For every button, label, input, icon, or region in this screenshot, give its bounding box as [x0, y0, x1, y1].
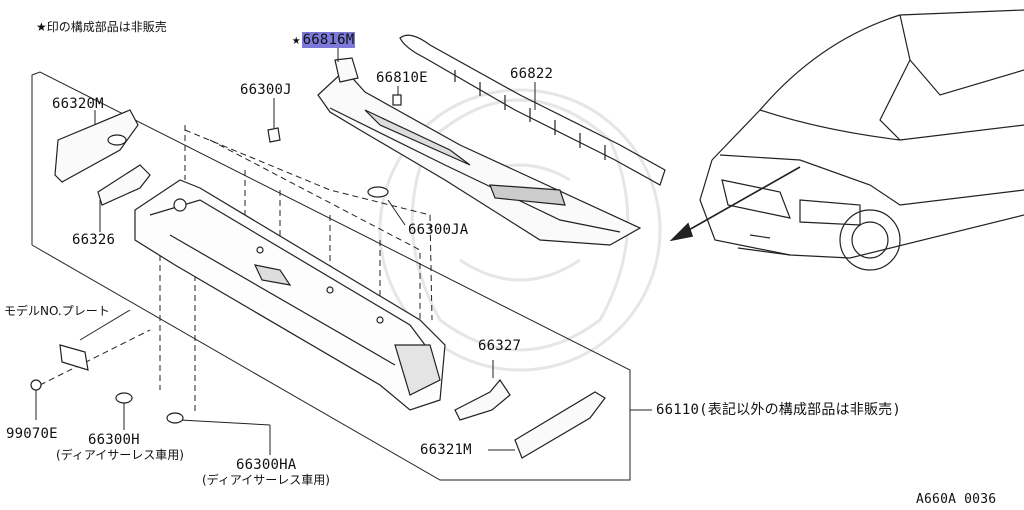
part-66810E[interactable]: 66810E: [376, 70, 428, 86]
highlighted-part-code[interactable]: 66816M: [301, 32, 356, 48]
part-66300J[interactable]: 66300J: [240, 82, 292, 98]
part-66300H[interactable]: 66300H: [88, 432, 140, 448]
direction-arrow: [669, 166, 801, 242]
lower-parts: [454, 378, 606, 459]
model-plate-label[interactable]: モデルNO.プレート: [4, 304, 110, 318]
part-66320M[interactable]: 66320M: [52, 96, 104, 112]
part-66300HA-note: (ディアイサーレス車用): [202, 473, 330, 487]
non-sale-star: ★: [292, 32, 301, 48]
diagram-code: A660A 0036: [916, 492, 997, 507]
leader-lines: [35, 48, 536, 455]
part-66300JA[interactable]: 66300JA: [408, 222, 469, 238]
weatherstrip: [399, 34, 666, 186]
side-brackets: [54, 109, 151, 206]
part-99070E[interactable]: 99070E: [6, 426, 58, 442]
part-66816M[interactable]: ★66816M: [292, 32, 356, 48]
part-66327[interactable]: 66327: [478, 338, 522, 354]
cowl-top-panel: [317, 57, 642, 246]
dashed-guides: [39, 125, 433, 415]
assembly-outline: [31, 71, 652, 481]
header-note: ★印の構成部品は非販売: [36, 20, 167, 34]
car-illustration: [699, 9, 1024, 271]
fasteners: [30, 344, 184, 424]
part-66300H-note: (ディアイサーレス車用): [56, 448, 184, 462]
part-66110[interactable]: 66110(表記以外の構成部品は非販売): [656, 402, 902, 418]
part-66326[interactable]: 66326: [72, 232, 116, 248]
clips: [267, 94, 402, 198]
part-66300HA[interactable]: 66300HA: [236, 457, 297, 473]
part-66321M[interactable]: 66321M: [420, 442, 472, 458]
part-66822[interactable]: 66822: [510, 66, 554, 82]
cowl-body: [134, 179, 446, 411]
